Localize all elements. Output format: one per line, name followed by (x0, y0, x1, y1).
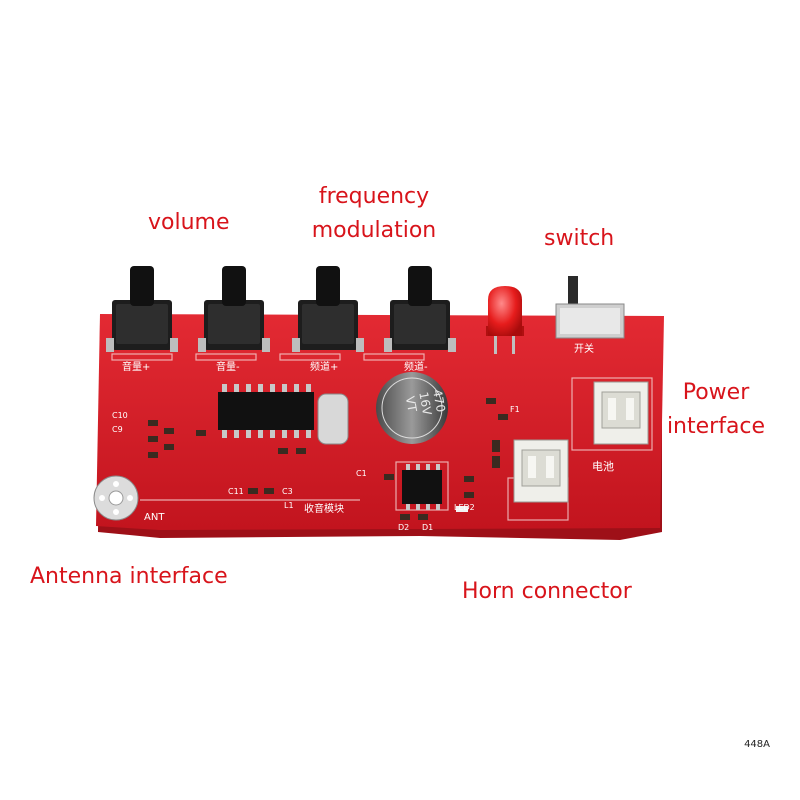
red-led (486, 286, 524, 354)
silk-ref-c9: C9 (112, 425, 123, 434)
power-interface-line-1: Power (682, 380, 750, 405)
power-connector: 电池 (592, 381, 649, 473)
cap-marking-2: 16V (416, 391, 434, 417)
frequency-modulation-line-2: modulation (311, 218, 437, 243)
ic-chip-amplifier (402, 464, 442, 510)
silk-ref-l1: L1 (284, 501, 294, 510)
antenna-pad: ANT (93, 475, 165, 523)
silk-ref-c11: C11 (228, 487, 244, 496)
pcb-surface (96, 314, 664, 530)
switch-silk-label: 开关 (574, 342, 594, 355)
power-interface-label: Power interface (662, 376, 770, 444)
frequency-modulation-label: frequency modulation (298, 180, 450, 248)
product-code: 448A (744, 739, 770, 750)
antenna-interface-label: Antenna interface (30, 564, 228, 589)
antenna-silk-label: ANT (144, 512, 165, 523)
silk-ref-led2: LED2 (454, 503, 475, 512)
silk-ref-d2: D2 (398, 523, 409, 532)
frequency-modulation-line-1: frequency (318, 184, 430, 209)
battery-silk-label: 电池 (592, 460, 614, 473)
horn-connector-label: Horn connector (462, 579, 632, 604)
horn-connector (513, 439, 569, 503)
crystal-oscillator (317, 393, 349, 445)
push-buttons (106, 266, 456, 352)
volume-label: volume (148, 210, 230, 235)
electrolytic-capacitor: 470 16V VT (376, 372, 448, 444)
silk-ref-c3: C3 (282, 487, 293, 496)
silk-ref-d1: D1 (422, 523, 433, 532)
button-label-volume-down: 音量- (216, 360, 240, 373)
switch-label: switch (544, 226, 615, 251)
button-label-volume-up: 音量+ (122, 360, 150, 373)
silk-ref-c1: C1 (356, 469, 367, 478)
ic-chip-main (218, 384, 314, 438)
button-label-channel-up: 频道+ (310, 360, 338, 373)
cap-marking-3: VT (403, 395, 420, 413)
slide-switch: 开关 (555, 276, 625, 355)
module-silk-label: 收音模块 (304, 502, 344, 515)
silk-ref-f1: F1 (510, 405, 520, 414)
cap-marking-1: 470 (430, 388, 448, 413)
button-label-channel-down: 频道- (404, 360, 428, 373)
pcb-edge (98, 320, 662, 540)
power-interface-line-2: interface (666, 414, 766, 439)
silk-ref-c10: C10 (112, 411, 128, 420)
